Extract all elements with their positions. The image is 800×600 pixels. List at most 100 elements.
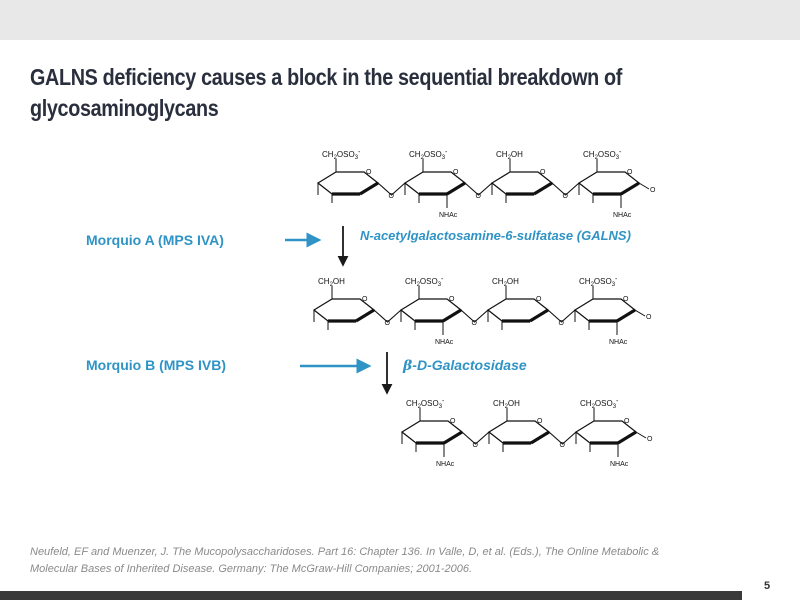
glycosidic-linkage: O (377, 182, 406, 200)
substituent-rest: OSO (595, 399, 613, 408)
linkage-oxygen: O (559, 320, 565, 327)
glycosidic-linkage: O (461, 431, 490, 449)
page-title-line-1: GALNS deficiency causes a block in the s… (30, 64, 623, 90)
ring-substituent-label: CH2OSO3- (322, 149, 361, 161)
superscript: - (358, 149, 361, 156)
sugar-ring: O CH2OSO3- NHAc (403, 149, 467, 219)
substituent-rest: OSO (420, 277, 438, 286)
ring-bold-edge (446, 181, 466, 196)
page-title-line-2: glycosaminoglycans (30, 95, 219, 121)
sugar-ring: O CH2OSO3- NHAc (574, 398, 638, 468)
linkage-bond (548, 431, 577, 445)
reference-citation: Neufeld, EF and Muenzer, J. The Mucopoly… (30, 544, 659, 578)
ring-bold-edge (359, 181, 379, 196)
glycosidic-linkage: O (551, 182, 580, 200)
superscript: - (616, 398, 619, 405)
linkage-bond (461, 431, 490, 445)
subscript: 2 (504, 282, 508, 288)
morquio-b-label: Morquio B (MPS IVB) (86, 357, 226, 373)
linkage-bond (464, 182, 493, 196)
nhac-label: NHAc (610, 461, 629, 468)
reaction-arrows (285, 226, 393, 395)
linkage-oxygen: O (389, 193, 395, 200)
subscript: 3 (612, 282, 616, 288)
ring-bold-edge (530, 430, 550, 445)
sugar-ring: O CH2OH (312, 277, 376, 330)
subscript: 2 (418, 404, 422, 410)
linkage-oxygen: O (560, 442, 566, 449)
linkage-oxygen: O (385, 320, 391, 327)
glycosidic-linkage: O (460, 309, 489, 327)
nhac-label: NHAc (609, 339, 628, 346)
subscript: 3 (355, 155, 359, 161)
subscript: 3 (616, 155, 620, 161)
ring-oxygen: O (627, 169, 633, 176)
subscript: 3 (613, 404, 617, 410)
ring-substituent-label: CH2OH (492, 277, 519, 288)
ring-bold-edge (617, 430, 637, 445)
ring-substituent-label: CH2OSO3- (580, 398, 619, 410)
reference-line-2: Molecular Bases of Inherited Disease. Ge… (30, 563, 473, 575)
ring-substituent-label: CH2OSO3- (579, 276, 618, 288)
subscript: 2 (508, 155, 512, 161)
linkage-oxygen: O (563, 193, 569, 200)
linkage-oxygen: O (472, 320, 478, 327)
linkage-bond (377, 182, 406, 196)
substituent-rest: OH (508, 399, 520, 408)
beta-symbol: β (403, 358, 413, 374)
glycosidic-linkage: O (548, 431, 577, 449)
ring-substituent-label: CH2OSO3- (583, 149, 622, 161)
ring-oxygen: O (362, 296, 368, 303)
sugar-ring: O CH2OSO3- NHAc (573, 276, 637, 346)
ring-bold-edge (355, 308, 375, 323)
subscript: 2 (334, 155, 338, 161)
substituent-rest: OSO (424, 150, 442, 159)
nhac-label: NHAc (613, 212, 632, 219)
nhac-label: NHAc (436, 461, 455, 468)
superscript: - (615, 276, 618, 283)
subscript: 3 (439, 404, 443, 410)
galns-enzyme-label: N-acetylgalactosamine-6-sulfatase (GALNS… (360, 228, 631, 243)
ring-bold-edge (616, 308, 636, 323)
ring-substituent-label: CH2OH (496, 150, 523, 161)
ring-oxygen: O (624, 418, 630, 425)
linkage-bond (551, 182, 580, 196)
substituent-rest: OSO (594, 277, 612, 286)
subscript: 2 (505, 404, 509, 410)
substituent-rest: OH (507, 277, 519, 286)
superscript: - (445, 149, 448, 156)
ring-oxygen: O (366, 169, 372, 176)
reducing-end-oxygen: O (646, 314, 652, 321)
subscript: 2 (417, 282, 421, 288)
reducing-end-oxygen: O (647, 436, 653, 443)
galactosidase-text: -D-Galactosidase (412, 357, 527, 373)
subscript: 2 (330, 282, 334, 288)
linkage-bond (373, 309, 402, 323)
glycosidic-linkage: O (464, 182, 493, 200)
glycosidic-linkage: O (373, 309, 402, 327)
sugar-ring: O CH2OSO3- NHAc (577, 149, 641, 219)
nhac-label: NHAc (439, 212, 458, 219)
reducing-end-bond (638, 182, 650, 190)
subscript: 2 (592, 404, 596, 410)
superscript: - (441, 276, 444, 283)
footer-bar (0, 591, 742, 600)
ring-oxygen: O (537, 418, 543, 425)
ring-oxygen: O (453, 169, 459, 176)
beta-galactosidase-enzyme-label: β-D-Galactosidase (403, 357, 527, 374)
substituent-rest: OH (511, 150, 523, 159)
ring-bold-edge (533, 181, 553, 196)
linkage-bond (460, 309, 489, 323)
glycosidic-linkage: O (547, 309, 576, 327)
ring-oxygen: O (449, 296, 455, 303)
ring-bold-edge (442, 308, 462, 323)
ring-substituent-label: CH2OH (318, 277, 345, 288)
oligosaccharide-chains: OCH2OSO3-OOCH2OSO3-NHAcOOCH2OHOOCH2OSO3-… (312, 149, 656, 468)
subscript: 2 (595, 155, 599, 161)
ring-substituent-label: CH2OSO3- (409, 149, 448, 161)
nhac-label: NHAc (435, 339, 454, 346)
reducing-end-oxygen: O (650, 187, 656, 194)
ring-oxygen: O (623, 296, 629, 303)
